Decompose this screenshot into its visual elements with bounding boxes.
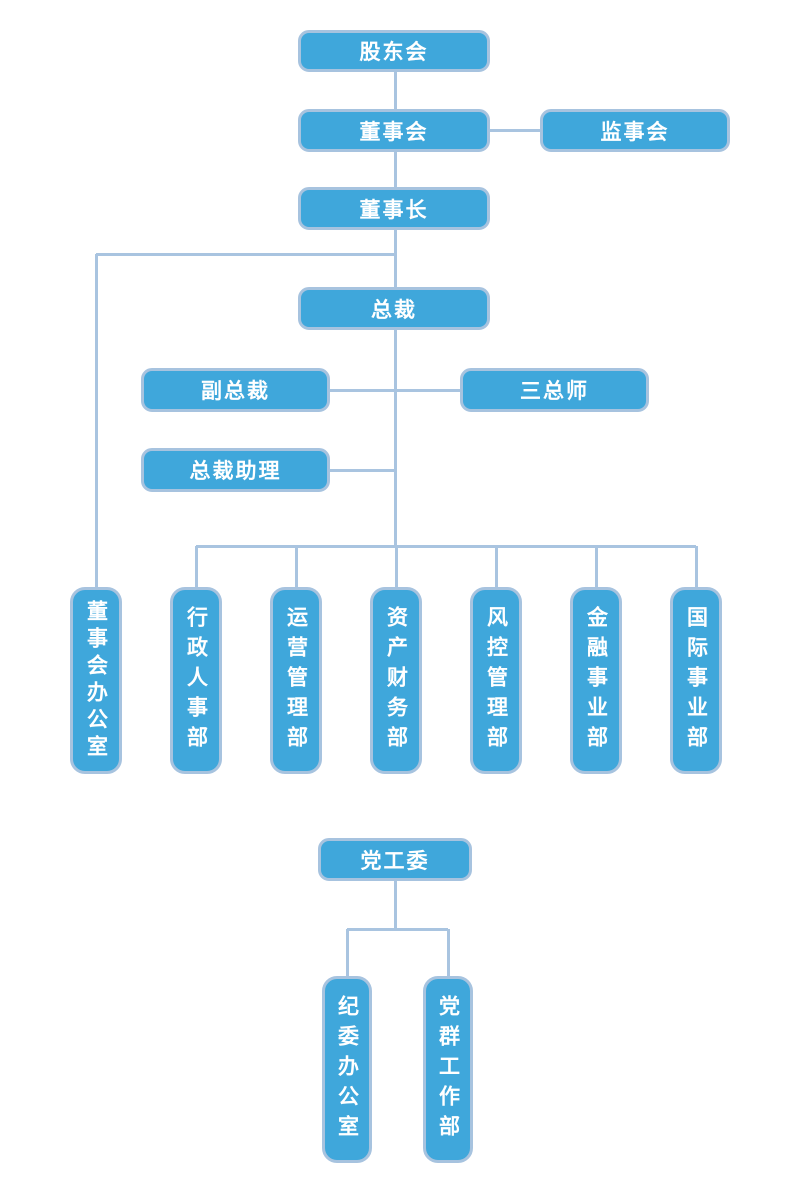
connector-line <box>330 388 395 392</box>
connector-line <box>395 388 460 392</box>
org-node-label: 党工委 <box>360 848 430 873</box>
connector-line <box>694 546 698 587</box>
org-node-label: 国际事业部 <box>684 605 709 756</box>
org-node-label: 监事会 <box>600 119 670 144</box>
org-node-admin-hr-dept: 行政人事部 <box>170 587 222 774</box>
org-node-label: 董事长 <box>359 197 429 222</box>
connector-line <box>490 128 540 132</box>
connector-line <box>94 254 98 587</box>
org-node-supervisory-board: 监事会 <box>540 109 730 152</box>
org-node-president: 总裁 <box>298 287 490 330</box>
org-node-label: 运营管理部 <box>284 605 309 756</box>
org-node-label: 董事会办公室 <box>84 599 109 762</box>
org-node-chairman: 董事长 <box>298 187 490 230</box>
org-node-finance-division: 金融事业部 <box>570 587 622 774</box>
org-node-asset-finance-dept: 资产财务部 <box>370 587 422 774</box>
connector-line <box>393 72 397 109</box>
connector-line <box>393 152 397 187</box>
org-node-board-office: 董事会办公室 <box>70 587 122 774</box>
connector-line <box>393 230 397 287</box>
connector-line <box>393 881 397 930</box>
org-node-label: 金融事业部 <box>584 605 609 756</box>
org-node-label: 副总裁 <box>201 379 270 403</box>
org-node-party-masses-dept: 党群工作部 <box>423 976 473 1163</box>
connector-line <box>294 546 298 587</box>
connector-line <box>393 330 397 547</box>
org-node-label: 三总师 <box>520 379 589 403</box>
org-node-label: 行政人事部 <box>184 605 209 756</box>
connector-line <box>494 546 498 587</box>
org-node-discipline-office: 纪委办公室 <box>322 976 372 1163</box>
org-node-label: 总裁 <box>371 297 417 322</box>
org-node-label: 党群工作部 <box>436 994 461 1145</box>
org-node-label: 总裁助理 <box>189 459 282 483</box>
connector-line <box>96 252 395 256</box>
org-node-label: 风控管理部 <box>484 605 509 756</box>
org-node-label: 资产财务部 <box>384 605 409 756</box>
org-node-president-assistant: 总裁助理 <box>141 448 330 492</box>
org-node-label: 董事会 <box>359 119 429 144</box>
connector-line <box>330 468 395 472</box>
org-node-operations-mgmt-dept: 运营管理部 <box>270 587 322 774</box>
org-node-label: 纪委办公室 <box>335 994 360 1145</box>
org-node-risk-control-dept: 风控管理部 <box>470 587 522 774</box>
org-node-vice-president: 副总裁 <box>141 368 330 412</box>
connector-line <box>394 546 398 587</box>
connector-line <box>196 544 696 548</box>
connector-line <box>345 929 349 976</box>
org-node-three-chief-engineers: 三总师 <box>460 368 649 412</box>
org-node-shareholders-meeting: 股东会 <box>298 30 490 72</box>
org-node-intl-division: 国际事业部 <box>670 587 722 774</box>
connector-line <box>594 546 598 587</box>
connector-line <box>347 927 448 931</box>
org-node-label: 股东会 <box>359 40 429 64</box>
connector-line <box>194 546 198 587</box>
org-node-party-work-committee: 党工委 <box>318 838 472 881</box>
connector-line <box>446 929 450 976</box>
org-node-board-of-directors: 董事会 <box>298 109 490 152</box>
